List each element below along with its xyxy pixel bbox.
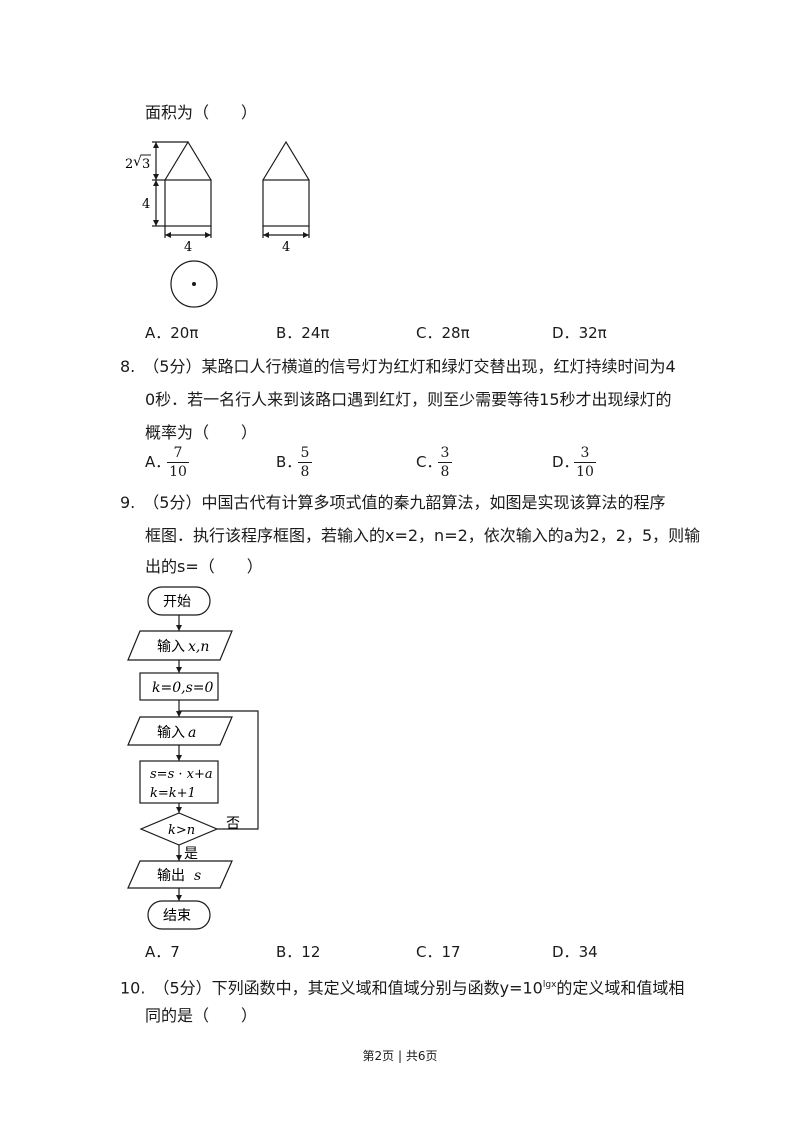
dim-width-side: 4 <box>282 240 290 255</box>
flow-yes-label: 是 <box>184 846 198 862</box>
flow-no-label: 否 <box>226 816 240 832</box>
q9-line-2: 框图．执行该程序框图，若输入的x=2，n=2，依次输入的a为2，2，5，则输 <box>145 526 701 545</box>
flow-condition-label: k>n <box>168 823 195 838</box>
flow-input2-label: 输入 <box>157 725 185 741</box>
q9-option-d[interactable]: D．34 <box>552 943 598 961</box>
dim-coef: 2 <box>125 157 133 172</box>
flow-output-label: 输出 <box>157 868 185 884</box>
flow-output-s <box>127 860 233 889</box>
flow-init-label: k=0,s=0 <box>152 680 213 696</box>
flow-input-a <box>127 716 233 746</box>
q9-option-a[interactable]: A．7 <box>145 943 180 961</box>
q8-line-3: 概率为（ ） <box>145 423 258 442</box>
flow-output-var: s <box>194 868 201 884</box>
flow-loop-back <box>179 710 259 830</box>
q10-line-1: 10. （5分）下列函数中，其定义域和值域分别与函数y=10lgx的定义域和值域… <box>120 978 685 998</box>
dim-width-front: 4 <box>184 240 192 255</box>
q8-option-a-label[interactable]: A． <box>145 453 171 471</box>
flow-process-line2: k=k+1 <box>150 786 196 801</box>
dim-radicand: 3 <box>142 157 150 172</box>
flowchart: 开始 输入 x,n k=0,s=0 输入 a s=s · x+a k=k+1 k… <box>127 586 259 930</box>
q8-option-b-label[interactable]: B． <box>276 453 302 471</box>
q10-line-2: 同的是（ ） <box>145 1006 258 1025</box>
flow-input-xn <box>127 630 233 661</box>
q7-option-d[interactable]: D．32π <box>552 324 607 342</box>
flow-end-label: 结束 <box>163 908 191 924</box>
q8-option-d-label[interactable]: D． <box>552 453 579 471</box>
side-view-triangle <box>262 140 310 181</box>
q8-line-1: 8. （5分）某路口人行横道的信号灯为红灯和绿灯交替出现，红灯持续时间为4 <box>120 357 676 376</box>
q9-line-3: 出的s=（ ） <box>145 557 263 576</box>
sqrt-sign: √ <box>133 154 142 170</box>
front-view-triangle <box>164 140 212 181</box>
three-view-figure: 2 √ 3 4 4 4 <box>125 140 310 308</box>
q7-option-c[interactable]: C．28π <box>416 324 470 342</box>
flow-input1-label: 输入 <box>157 639 185 655</box>
flow-process-line1: s=s · x+a <box>150 767 213 782</box>
q8-line-2: 0秒．若一名行人来到该路口遇到红灯，则至少需要等待15秒才出现绿灯的 <box>145 390 672 409</box>
top-view-center-dot <box>192 282 196 286</box>
side-view-rect <box>262 179 310 227</box>
q7-option-b[interactable]: B．24π <box>276 324 330 342</box>
page-footer: 第2页 | 共6页 <box>362 1049 438 1063</box>
q7-option-a[interactable]: A．20π <box>145 324 199 342</box>
q7-tail-text: 面积为（ ） <box>145 103 258 122</box>
dim-height: 4 <box>142 197 150 212</box>
flow-input2-var: a <box>188 725 196 741</box>
q9-line-1: 9. （5分）中国古代有计算多项式值的秦九韶算法，如图是实现该算法的程序 <box>120 493 666 512</box>
q9-option-b[interactable]: B．12 <box>276 943 321 961</box>
q8-option-c-label[interactable]: C． <box>416 453 442 471</box>
flow-start-label: 开始 <box>163 594 191 610</box>
flow-input1-vars: x,n <box>188 639 209 655</box>
front-view-rect <box>164 179 212 227</box>
top-view-circle <box>170 260 218 308</box>
q9-option-c[interactable]: C．17 <box>416 943 461 961</box>
